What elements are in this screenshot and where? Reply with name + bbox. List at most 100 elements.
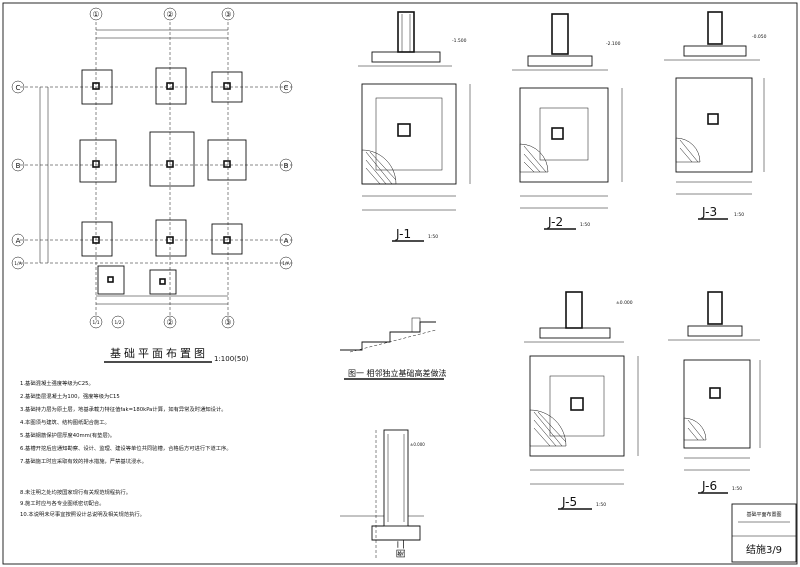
footing-pad [155, 219, 187, 257]
column-stub [223, 82, 231, 90]
elevation-label: -0.050 [752, 34, 767, 40]
footing-pad [79, 139, 117, 183]
note-line: 1.基础混凝土强度等级为C25。 [20, 379, 94, 387]
footing-pad [207, 139, 247, 181]
column-section [565, 291, 583, 329]
detail-j5: ±0.000 J-5 1:50 [524, 291, 639, 510]
footing-plan [529, 355, 625, 457]
footing-section [527, 55, 593, 67]
note-line: 3.基础持力层为原土层，地基承载力特征值fak=180kPa计算，如有异常及时通… [20, 405, 227, 413]
note-line: 8.未注明之处均按国家现行有关规范规程执行。 [20, 488, 131, 496]
column-section [707, 11, 723, 45]
figure-title: 图二 [396, 540, 407, 558]
axis-top-label: ② [166, 10, 173, 19]
rebar-hatch [361, 149, 397, 185]
foundation-plan: ① ② ③ C B A 1/A C B A 1/A 1/1 1/2 ② ③ [11, 7, 293, 363]
rebar-hatch [519, 143, 549, 173]
footing-plan [361, 83, 457, 185]
footing-section [371, 51, 441, 63]
footing-step [375, 97, 443, 171]
detail-scale: 1:50 [428, 234, 438, 240]
rebar-hatch [683, 417, 707, 441]
column-plan [570, 397, 584, 411]
svg-text:±0.000: ±0.000 [410, 442, 425, 447]
detail-label: J-5 [561, 495, 577, 509]
detail-scale: 1:50 [580, 222, 590, 228]
detail-j2: -2.100 J-2 1:50 [512, 13, 623, 230]
axis-top-label: ① [92, 10, 99, 19]
note-line: 2.基础垫层混凝土为100，强度等级为C15 [20, 392, 120, 400]
footing-pad [211, 71, 243, 103]
footing-section [687, 325, 743, 337]
drawing-name: 基础平面布置图 [746, 511, 781, 518]
detail-j6: J-6 1:50 [668, 291, 761, 494]
axis-bottom-label: 1/1 [92, 320, 99, 326]
column-stub [107, 276, 114, 283]
detail-j3: -0.050 J-3 1:50 [664, 11, 767, 220]
note-line: 4.本图须与建筑、结构图纸配合施工。 [20, 418, 110, 426]
axis-right-label: B [284, 162, 289, 170]
detail-label: J-1 [395, 227, 411, 241]
detail-scale: 1:50 [732, 486, 742, 492]
detail-scale: 1:50 [734, 212, 744, 218]
note-line: 7.基础施工时应采取有效的排水措施，严禁基坑浸水。 [20, 457, 147, 465]
footing-pad [97, 265, 125, 295]
footing-step [549, 375, 605, 437]
column-stub [166, 236, 174, 244]
wall-section [383, 429, 409, 527]
rebar-hatch [675, 137, 701, 163]
column-section [397, 11, 415, 53]
footing-pad [81, 221, 113, 257]
column-plan [397, 123, 411, 137]
axis-right-label: C [284, 84, 289, 92]
column-stub [92, 160, 100, 168]
elevation-label: -1.500 [452, 38, 467, 44]
column-stub [166, 82, 174, 90]
footing-pad [149, 269, 177, 295]
sheet-number: 结施3/9 [746, 543, 782, 556]
column-stub [223, 236, 231, 244]
title-block-frame [731, 503, 797, 563]
column-section [551, 13, 569, 55]
figure-title: 图一 相邻独立基础高差做法 [348, 368, 447, 378]
axis-right-label: 1/A [282, 261, 290, 267]
column-stub [92, 236, 100, 244]
footing-pad [211, 223, 243, 255]
column-section [707, 291, 723, 325]
column-plan [707, 113, 719, 125]
rebar-hatch [529, 409, 567, 447]
footing-section [683, 45, 747, 57]
axis-bottom-label: 1/2 [114, 320, 121, 326]
footing-plan [675, 77, 753, 173]
footing-pad [155, 67, 187, 105]
column-plan [551, 127, 564, 140]
detail-label: J-6 [701, 479, 717, 493]
column-stub [92, 82, 100, 90]
note-line: 10.本说明未尽事宜按照设计总说明及相关规范执行。 [20, 510, 145, 518]
note-line: 5.基础钢筋保护层厚度40mm(有垫层)。 [20, 431, 115, 439]
axis-bottom-label: ③ [224, 318, 231, 327]
axis-bottom-label: ② [166, 318, 173, 327]
detail-label: J-2 [547, 215, 563, 229]
footing-section [539, 327, 611, 339]
plan-scale: 1:100(50) [214, 355, 249, 363]
strip-footing [371, 525, 421, 541]
elevation-label: ±0.000 [616, 300, 633, 306]
axis-top-label: ③ [224, 10, 231, 19]
general-notes: 1.基础混凝土强度等级为C25。 2.基础垫层混凝土为100，强度等级为C15 … [20, 379, 232, 518]
figure-2-wall-detail: ±0.000 图二 [340, 429, 425, 560]
column-plan [709, 387, 721, 399]
figure-1-step-detail: 图一 相邻独立基础高差做法 [340, 317, 447, 380]
plan-title: 基础平面布置图 [110, 347, 208, 360]
axis-left-label: B [16, 162, 21, 170]
detail-j1: -1.500 J-1 1:50 [358, 11, 471, 242]
title-block: 基础平面布置图 结施3/9 [731, 503, 797, 563]
axis-left-label: C [16, 84, 21, 92]
footing-pad [149, 131, 195, 187]
detail-scale: 1:50 [596, 502, 606, 508]
column-stub [159, 278, 166, 285]
footing-step [539, 107, 589, 161]
